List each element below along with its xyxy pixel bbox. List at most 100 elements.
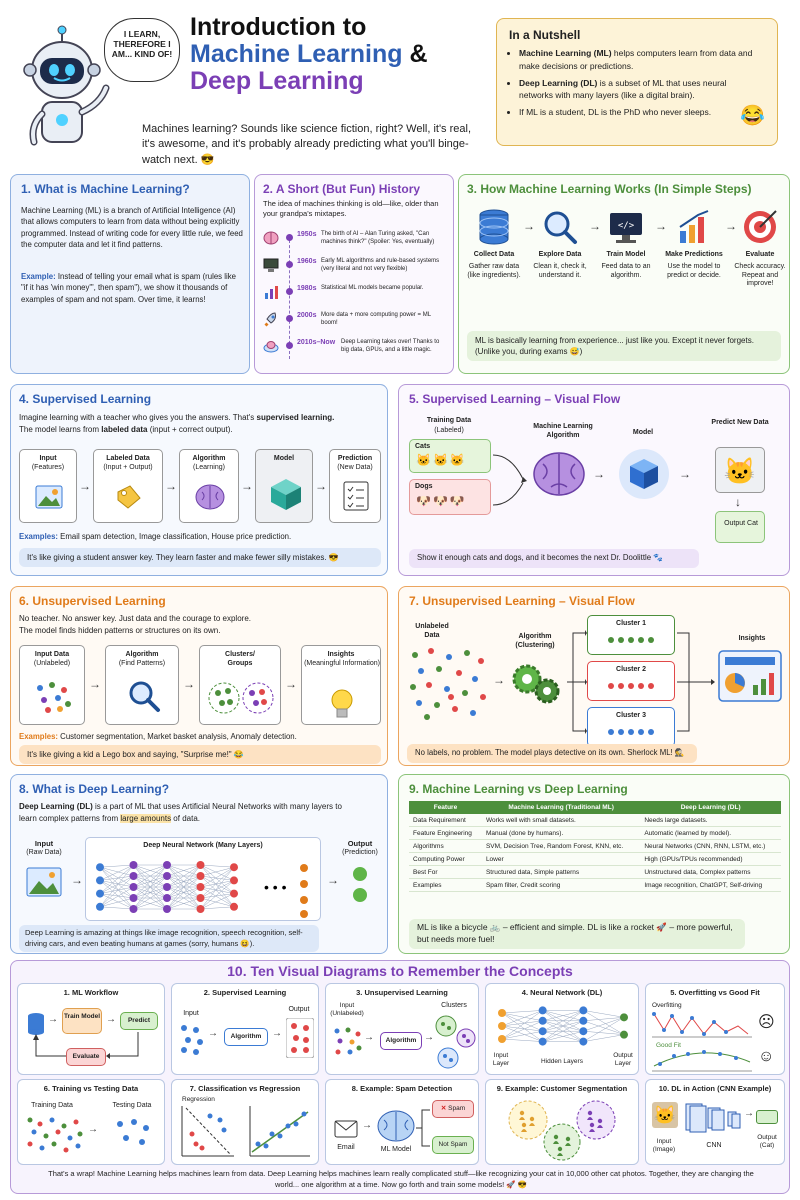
- image-icon: [26, 867, 62, 897]
- overfitting-curve: [652, 1012, 752, 1038]
- section-7-title: 7. Unsupervised Learning – Visual Flow: [409, 594, 635, 608]
- cluster-2-dots: [606, 678, 658, 698]
- section-10-title: 10. Ten Visual Diagrams to Remember the …: [227, 963, 573, 979]
- rocket-icon: [263, 311, 279, 332]
- clusters-box: Clusters/ Groups: [199, 645, 281, 725]
- predict-new-label: Predict New Data: [711, 419, 769, 426]
- table-cell: Examples: [409, 878, 482, 892]
- cluster-2-box: Cluster 2: [587, 661, 675, 701]
- section-8-panel: 8. What is Deep Learning? Deep Learning …: [10, 774, 388, 954]
- step-1-name: Collect Data: [473, 251, 515, 258]
- section-4-note: It's like giving a student answer key. T…: [19, 548, 381, 568]
- step-2-name: Explore Data: [538, 251, 582, 258]
- section-9-note: ML is like a bicycle 🚲 – efficient and s…: [409, 919, 745, 949]
- page-title: Introduction to Machine Learning & Deep …: [190, 14, 490, 95]
- algorithm-box: Algorithm (Learning): [179, 449, 239, 523]
- input-dots: [334, 1027, 362, 1055]
- happy-face-icon: ☺: [758, 1048, 775, 1065]
- step-train: </> Train Model Feed data to an algorith…: [595, 207, 657, 280]
- supervised-flow: Input (Features) → Labeled Data (Input +…: [19, 449, 381, 529]
- brain-icon: [263, 230, 279, 251]
- step-4-desc: Use the model to predict or decide.: [667, 262, 721, 279]
- unsupervised-flow: Input Data (Unlabeled) → Algorithm (Find…: [19, 645, 381, 731]
- nutshell-bullet-1: Machine Learning (ML) helps computers le…: [519, 47, 754, 73]
- history-text: The birth of AI – Alan Turing asked, "Ca…: [321, 231, 435, 245]
- neural-network-diagram: [498, 1006, 628, 1046]
- section-10-panel: 10. Ten Visual Diagrams to Remember the …: [10, 960, 790, 1194]
- algo-clustering-label: Algorithm (Clustering): [515, 633, 555, 649]
- arrow-icon: →: [285, 677, 297, 691]
- arrow-icon: →: [364, 1032, 374, 1043]
- table-cell: Best For: [409, 865, 482, 879]
- database-icon: [479, 209, 509, 245]
- output-cat-box: Output Cat: [715, 511, 765, 543]
- input-data-box: Input Data (Unlabeled): [19, 645, 85, 725]
- table-cell: Computing Power: [409, 852, 482, 866]
- diagram-2-supervised: 2. Supervised Learning Input → Algorithm…: [171, 983, 319, 1075]
- arrow-icon: →: [362, 1120, 372, 1131]
- lightbulb-icon: [331, 689, 353, 718]
- subtitle: Machines learning? Sounds like science f…: [142, 123, 472, 166]
- regression-plot: [249, 1106, 310, 1157]
- diagram-7-classification-regression: 7. Classification vs Regression Regressi…: [171, 1079, 319, 1165]
- brain-icon: [533, 452, 585, 496]
- nutshell-panel: In a Nutshell Machine Learning (ML) help…: [496, 18, 778, 146]
- section-3-title: 3. How Machine Learning Works (In Simple…: [467, 182, 752, 196]
- history-text: Statistical ML models became popular.: [321, 285, 424, 291]
- diagram-4-neural-network: 4. Neural Network (DL) Input Layer Hidde…: [485, 983, 639, 1075]
- history-year: 1980s: [297, 285, 317, 292]
- dl-input-label: Input: [34, 839, 54, 848]
- arrow-icon: →: [88, 1124, 98, 1135]
- table-cell: Spam filter, Credit scoring: [481, 878, 641, 892]
- cloud-brain-icon: [263, 338, 279, 359]
- insights-label: Insights: [738, 635, 766, 642]
- table-cell: High (GPUs/TPUs recommended): [640, 852, 781, 866]
- section-8-title: 8. What is Deep Learning?: [19, 782, 170, 796]
- checklist-icon: [343, 481, 369, 511]
- section-6-note: It's like giving a kid a Lego box and sa…: [19, 745, 381, 765]
- algorithm-node: Algorithm: [380, 1032, 422, 1050]
- section-7-panel: 7. Unsupervised Learning – Visual Flow U…: [398, 586, 790, 766]
- table-header: Deep Learning (DL): [640, 801, 781, 814]
- training-data-label: Training Data: [426, 417, 472, 424]
- diagram-6-train-test: 6. Training vs Testing Data Training Dat…: [17, 1079, 165, 1165]
- step-collect: Collect Data Gather raw data (like ingre…: [463, 207, 525, 280]
- table-cell: Image recognition, ChatGPT, Self-driving: [640, 878, 781, 892]
- svg-text:</>: </>: [618, 221, 635, 231]
- arrow-icon: →: [593, 467, 605, 481]
- section-7-note: No labels, no problem. The model plays d…: [407, 744, 697, 763]
- history-item: 1980s Statistical ML models became popula…: [263, 283, 449, 309]
- diagram-1-ml-workflow: 1. ML Workflow → Train Model → Predict E…: [17, 983, 165, 1075]
- prediction-box: Prediction (New Data): [329, 449, 381, 523]
- magnifier-icon: [129, 681, 160, 712]
- section-6-examples: Examples: Customer segmentation, Market …: [19, 732, 297, 741]
- section-1-example: Example: Instead of telling your email w…: [21, 272, 236, 304]
- predict-node: Predict: [120, 1012, 158, 1030]
- title-dl: Deep Learning: [190, 67, 364, 95]
- section-6-panel: 6. Unsupervised Learning No teacher. No …: [10, 586, 388, 766]
- insights-box: Insights (Meaningful Information): [301, 645, 381, 725]
- split-arrows: [567, 630, 587, 734]
- arrow-icon: →: [79, 479, 91, 493]
- training-dots: [27, 1117, 83, 1153]
- gears-icon: [512, 664, 560, 704]
- section-6-intro: No teacher. No answer key. Just data and…: [19, 614, 251, 635]
- cluster-circles: [435, 1015, 476, 1069]
- labeled-label: (Labeled): [434, 427, 464, 434]
- computer-icon: [263, 257, 279, 278]
- timeline-dot: [286, 261, 293, 268]
- scatter-dots-icon: [37, 682, 71, 713]
- table-cell: Works well with small datasets.: [481, 814, 641, 827]
- nutshell-bullet-2: Deep Learning (DL) is a subset of ML tha…: [519, 77, 754, 103]
- neural-network-box: Deep Neural Network (Many Layers) • • •: [85, 837, 321, 921]
- step-predict: Make Predictions Use the model to predic…: [661, 207, 727, 280]
- section-1-body: Machine Learning (ML) is a branch of Art…: [21, 206, 243, 249]
- section-5-panel: 5. Supervised Learning – Visual Flow Tra…: [398, 384, 790, 576]
- arrow-icon: →: [493, 673, 505, 687]
- neural-network-diagram: • • •: [96, 861, 308, 918]
- table-header: Machine Learning (Traditional ML): [481, 801, 641, 814]
